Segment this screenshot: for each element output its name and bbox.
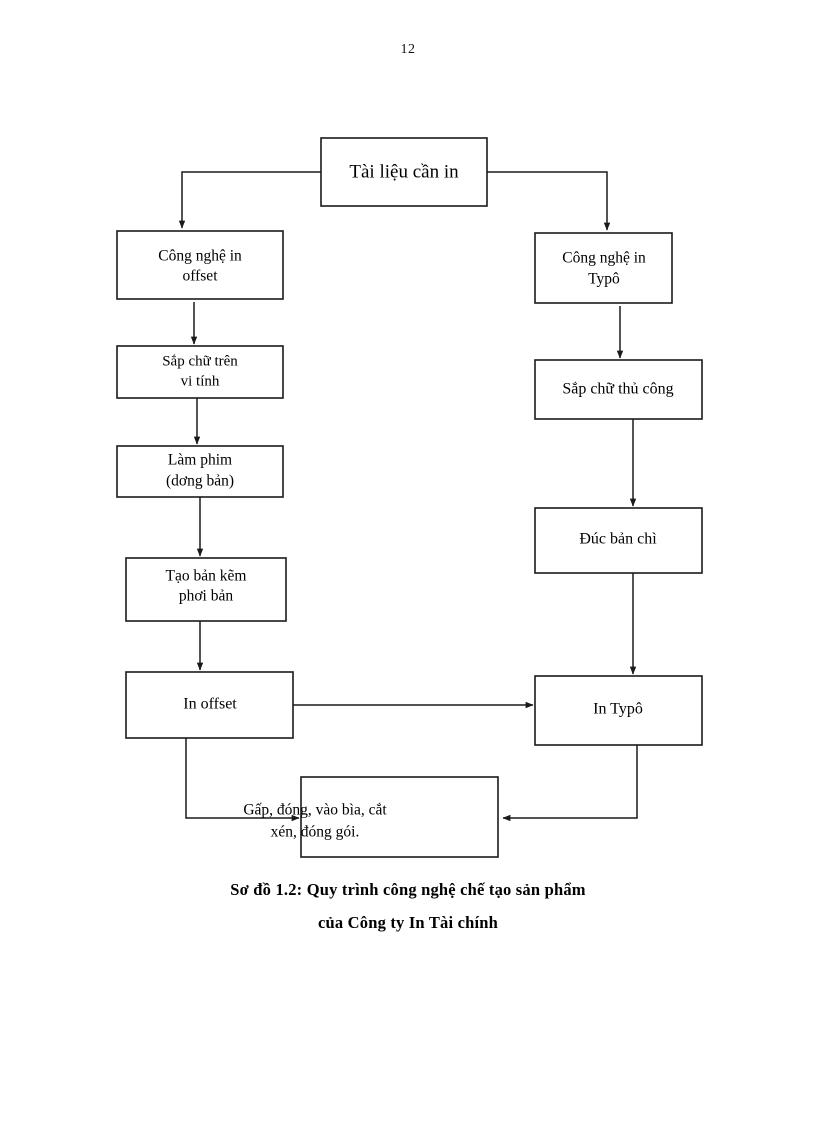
node-print-offset-label: In offset bbox=[183, 696, 237, 713]
node-lead-plate-label: Đúc bản chì bbox=[579, 531, 657, 548]
node-print-typo[interactable]: In Typô bbox=[534, 675, 703, 746]
node-typeset-manual-label: Sắp chữ thủ công bbox=[562, 381, 673, 398]
edge-source-to-typo-tech bbox=[487, 171, 611, 231]
node-finishing-label-line2: xén, đóng gói. bbox=[271, 824, 360, 841]
node-film-label-line1: Làm phim bbox=[168, 452, 232, 469]
node-source[interactable]: Tài liệu cần in bbox=[320, 137, 488, 207]
node-typeset-pc-label-line1: Sắp chữ trên bbox=[162, 353, 238, 369]
node-source-label: Tài liệu cần in bbox=[349, 161, 459, 182]
node-finishing[interactable]: Gấp, đóng, vào bìa, cắt xén, đóng gói. bbox=[243, 776, 499, 858]
node-zinc-plate-label-line2: phơi bản bbox=[179, 588, 234, 605]
node-typeset-pc-label-line2: vi tính bbox=[181, 373, 220, 389]
node-finishing-label-line1: Gấp, đóng, vào bìa, cắt bbox=[243, 802, 387, 819]
node-offset-tech[interactable]: Công nghệ in offset bbox=[116, 230, 284, 300]
page-number: 12 bbox=[400, 42, 416, 57]
figure-caption-line-2: của Công ty In Tài chính bbox=[317, 913, 499, 932]
node-print-offset[interactable]: In offset bbox=[125, 671, 294, 739]
figure-caption-line-1: Sơ đồ 1.2: Quy trình công nghệ chế tạo s… bbox=[230, 880, 586, 899]
node-typo-tech-label-line1: Công nghệ in bbox=[562, 250, 646, 267]
node-zinc-plate[interactable]: Tạo bản kẽm phơi bản bbox=[125, 557, 287, 622]
edge-print-offset-to-finishing bbox=[185, 738, 300, 822]
edge-print-typo-to-finishing bbox=[502, 745, 638, 822]
node-typo-tech-label-line2: Typô bbox=[588, 271, 620, 288]
edge-source-to-offset-tech bbox=[178, 171, 321, 229]
node-film[interactable]: Làm phim (dơng bản) bbox=[116, 445, 284, 498]
node-offset-tech-label-line2: offset bbox=[182, 268, 218, 285]
connector-layer bbox=[178, 171, 638, 822]
node-typeset-pc[interactable]: Sắp chữ trên vi tính bbox=[116, 345, 284, 399]
node-offset-tech-label-line1: Công nghệ in bbox=[158, 248, 242, 265]
process-flow-diagram: Tài liệu cần in Công nghệ in offset Công… bbox=[116, 137, 703, 858]
node-zinc-plate-label-line1: Tạo bản kẽm bbox=[166, 568, 247, 585]
node-film-label-line2: (dơng bản) bbox=[166, 473, 234, 490]
node-print-typo-label: In Typô bbox=[593, 701, 643, 718]
node-typo-tech[interactable]: Công nghệ in Typô bbox=[534, 232, 673, 304]
node-lead-plate[interactable]: Đúc bản chì bbox=[534, 507, 703, 574]
node-typeset-manual[interactable]: Sắp chữ thủ công bbox=[534, 359, 703, 420]
